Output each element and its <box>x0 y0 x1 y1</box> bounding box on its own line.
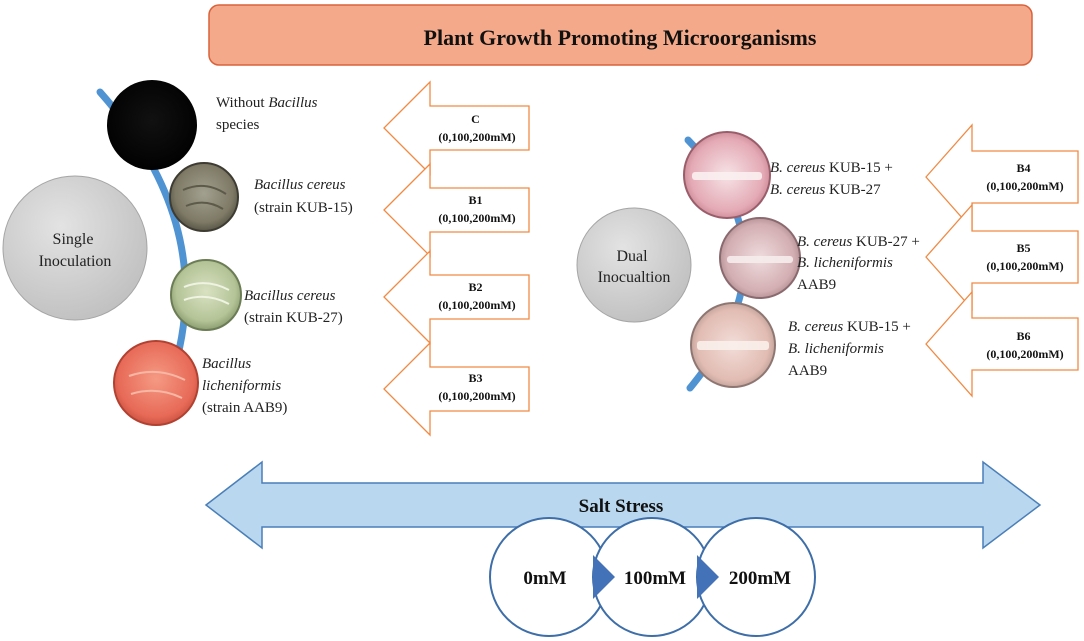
treatment-arrow-b4: B4 (0,100,200mM) <box>925 123 1079 231</box>
treatment-arrow-b1: B1 (0,100,200mM) <box>383 162 530 258</box>
salt-stress-double-arrow <box>204 460 1042 550</box>
stress-level-100-label: 100mM <box>624 568 686 589</box>
kub27-label: Bacillus cereus (strain KUB-27) <box>244 288 343 326</box>
dual-plate-3-image <box>690 302 776 388</box>
treatment-arrow-b5: B5 (0,100,200mM) <box>925 203 1079 311</box>
aab9-label: Bacillus licheniformis (strain AAB9) <box>202 356 287 416</box>
chevron-right-icon <box>697 555 719 599</box>
control-plate-image <box>107 80 197 170</box>
dual-combo-3-label: B. cereus KUB-15 + B. licheniformis AAB9 <box>788 319 915 379</box>
title-banner <box>208 4 1033 66</box>
single-inoculation-node <box>2 175 148 321</box>
svg-text:B5 (0,100,200mM): B5 (0,100,200mM) <box>986 241 1063 273</box>
svg-text:B6 (0,100,200mM): B6 (0,100,200mM) <box>986 329 1063 361</box>
treatment-arrow-b6: B6 (0,100,200mM) <box>925 290 1079 398</box>
kub27-plate-image <box>170 259 242 331</box>
svg-text:B1 (0,100,200mM): B1 (0,100,200mM) <box>438 193 515 225</box>
treatment-arrow-c: C (0,100,200mM) <box>383 80 530 176</box>
svg-text:B4 (0,100,200mM): B4 (0,100,200mM) <box>986 161 1063 193</box>
stress-level-200-label: 200mM <box>729 568 791 589</box>
dual-combo-2-label: B. cereus KUB-27 + B. licheniformis AAB9 <box>797 234 924 293</box>
svg-text:B3 (0,100,200mM): B3 (0,100,200mM) <box>438 371 515 403</box>
dual-plate-2-image <box>719 217 801 299</box>
salt-stress-label: Salt Stress <box>579 496 664 517</box>
svg-text:C (0,100,200mM): C (0,100,200mM) <box>438 112 515 144</box>
dual-inoculation-node <box>576 207 692 323</box>
single-inoculation-label: Single Inoculation <box>39 231 112 270</box>
svg-text:B2 (0,100,200mM): B2 (0,100,200mM) <box>438 280 515 312</box>
kub15-label: Bacillus cereus (strain KUB-15) <box>254 177 353 216</box>
control-label: Without Bacillus species <box>216 95 321 133</box>
dual-combo-1-label: B. cereus KUB-15 + B. cereus KUB-27 <box>770 160 897 198</box>
chevron-right-icon <box>593 555 615 599</box>
dual-inoculation-label: Dual Inocualtion <box>598 248 671 286</box>
page-title: Plant Growth Promoting Microorganisms <box>424 25 817 50</box>
kub15-plate-image <box>169 162 239 232</box>
stress-level-0-label: 0mM <box>523 568 566 589</box>
aab9-plate-image <box>113 340 199 426</box>
dual-plate-1-image <box>683 131 771 219</box>
treatment-arrow-b3: B3 (0,100,200mM) <box>383 341 530 437</box>
treatment-arrow-b2: B2 (0,100,200mM) <box>383 249 530 345</box>
